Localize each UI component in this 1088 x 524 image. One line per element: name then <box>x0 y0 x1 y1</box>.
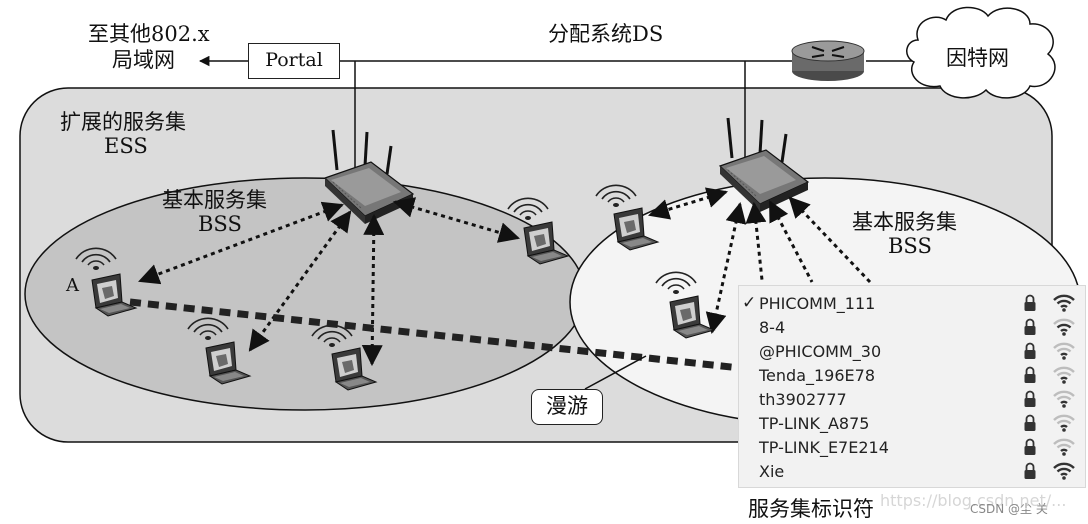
ssid-name: TP-LINK_A875 <box>759 414 870 433</box>
router-icon <box>791 40 865 81</box>
ssid-name: th3902777 <box>759 390 847 409</box>
lock-icon <box>1024 438 1036 455</box>
lock-icon <box>1024 390 1036 407</box>
portal-box: Portal <box>248 43 340 79</box>
wifi-signal-icon <box>1053 318 1075 336</box>
lock-icon <box>1024 462 1036 479</box>
roaming-callout-pointer <box>584 355 647 390</box>
ds-label: 分配系统DS <box>548 22 664 46</box>
link-ap-right-a <box>647 187 729 220</box>
ssid-name: @PHICOMM_30 <box>759 342 882 361</box>
link-ap-left-d <box>392 197 521 243</box>
roaming-label: 漫游 <box>531 389 603 425</box>
ssid-list-item[interactable]: Xie <box>739 459 1085 483</box>
wifi-signal-icon <box>1053 342 1075 360</box>
ess-label-line1: 扩展的服务集 <box>60 110 186 134</box>
roaming-path <box>129 298 741 372</box>
link-ap-right-e <box>788 196 872 284</box>
station-a-label: A <box>66 275 79 296</box>
bss-right-label-line2: BSS <box>888 234 932 258</box>
link-ap-left-c <box>361 213 385 367</box>
other-lan-label-line2: 局域网 <box>112 48 175 72</box>
ssid-list-item[interactable]: th3902777 <box>739 387 1085 411</box>
lock-icon <box>1024 294 1036 311</box>
checkmark-icon: ✓ <box>742 293 757 313</box>
ssid-name: 8-4 <box>759 318 786 337</box>
link-ap-right-b <box>705 201 747 335</box>
ssid-list-item[interactable]: TP-LINK_E7E214 <box>739 435 1085 459</box>
bss-right-label-line1: 基本服务集 <box>852 210 957 234</box>
ssid-name: TP-LINK_E7E214 <box>759 438 889 457</box>
link-ap-right-d <box>768 200 814 283</box>
ssid-list-item[interactable]: 8-4 <box>739 315 1085 339</box>
wifi-signal-icon <box>1053 390 1075 408</box>
wifi-signal-icon <box>1053 366 1075 384</box>
lock-icon <box>1024 318 1036 335</box>
ess-label-line2: ESS <box>104 134 148 158</box>
internet-cloud-icon <box>906 6 1056 99</box>
wifi-signal-icon <box>1053 438 1075 456</box>
ssid-name: PHICOMM_111 <box>759 294 876 313</box>
csdn-watermark: CSDN @尘 关 <box>970 502 1048 516</box>
ssid-list-item[interactable]: TP-LINK_A875 <box>739 411 1085 435</box>
ssid-list-item[interactable]: Tenda_196E78 <box>739 363 1085 387</box>
wifi-signal-icon <box>1053 414 1075 432</box>
bss-left-label-line2: BSS <box>198 212 242 236</box>
ssid-caption: 服务集标识符 <box>748 497 874 521</box>
wifi-signal-icon <box>1053 462 1075 480</box>
lock-icon <box>1024 342 1036 359</box>
lock-icon <box>1024 366 1036 383</box>
other-lan-label-line1: 至其他802.x <box>88 22 210 46</box>
ssid-list-item[interactable]: ✓PHICOMM_111 <box>739 291 1085 315</box>
internet-label: 因特网 <box>946 46 1009 70</box>
ssid-name: Tenda_196E78 <box>759 366 876 385</box>
ssid-name: Xie <box>759 462 785 481</box>
lock-icon <box>1024 414 1036 431</box>
ghost-watermark-url: https://blog.csdn.net/... <box>880 491 1067 510</box>
ssid-list-item[interactable]: @PHICOMM_30 <box>739 339 1085 363</box>
bss-left-label-line1: 基本服务集 <box>162 188 267 212</box>
wifi-signal-icon <box>1053 294 1075 312</box>
